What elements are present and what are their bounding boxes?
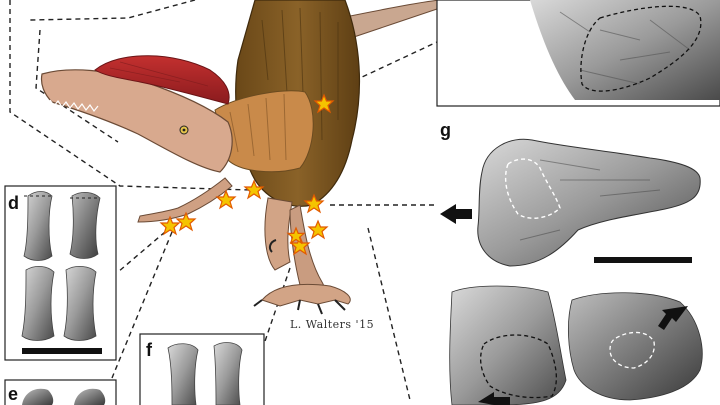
dinosaur-ruff: [214, 90, 314, 173]
leader-line-to-f: [261, 267, 291, 351]
dinosaur-illustration: [40, 0, 441, 315]
injury-markers: [159, 93, 335, 256]
dinosaur-small-claw: [268, 239, 277, 253]
leader-line-upper: [35, 29, 119, 143]
panel-d-bone-4: [63, 266, 97, 341]
leader-line-top: [9, 0, 251, 191]
panel-g-arrow: [440, 204, 472, 224]
panel-f-bone-1: [167, 343, 199, 405]
lower-left-arrow: [478, 392, 510, 405]
panel-f: [139, 333, 265, 405]
lower-left-bone-photo: [449, 285, 567, 405]
foot-injury-marker-1: [289, 235, 311, 256]
panel-d-bone-1: [23, 191, 53, 261]
panel-label-e: e: [8, 384, 19, 404]
leader-line-head: [29, 0, 196, 21]
knee-injury-marker-2: [307, 219, 329, 240]
panel-d-bone-3: [21, 266, 55, 341]
lower-right-lesion-outline: [609, 331, 655, 369]
lower-right-photos: [449, 285, 703, 405]
leader-line-to-lower: [367, 227, 411, 401]
top-right-bone-photo: [530, 0, 720, 100]
artist-signature: L. Walters '15: [290, 318, 375, 331]
panel-e-bone-2: [74, 388, 106, 405]
dinosaur-left-foot: [261, 283, 351, 307]
leader-line-to-d: [117, 231, 166, 273]
knee-injury-marker-1: [303, 193, 325, 214]
panel-d-scale-bar: [22, 348, 102, 354]
hand-injury-marker-2: [175, 211, 197, 232]
panel-g-lesion-outline: [504, 158, 561, 219]
panel-e: [4, 379, 117, 405]
panel-f-bone-2: [213, 342, 243, 405]
panel-label-g: g: [440, 120, 451, 140]
panel-d-bone-2: [69, 192, 101, 259]
wrist-injury-marker-1: [243, 179, 265, 200]
lower-right-arrow: [658, 306, 688, 330]
top-right-photo-panel: [436, 0, 720, 107]
hand-injury-marker-1: [159, 215, 181, 236]
shoulder-injury-marker: [313, 93, 335, 114]
panel-g-bone-photo: [477, 138, 701, 267]
foot-injury-marker-2: [286, 226, 306, 245]
top-right-lesion-outline: [580, 5, 702, 92]
panel-g: [440, 138, 701, 267]
panel-g-scale-bar: [594, 257, 692, 263]
lower-left-lesion-outline: [479, 334, 558, 399]
dinosaur-crest: [94, 55, 230, 105]
panel-d: [4, 185, 117, 361]
wrist-injury-marker-2: [215, 189, 237, 210]
panel-e-bone-1: [22, 388, 54, 405]
dinosaur-teeth: [49, 99, 99, 113]
panel-label-f: f: [146, 340, 152, 360]
dinosaur-arm: [137, 177, 233, 223]
panel-label-d: d: [8, 193, 19, 213]
